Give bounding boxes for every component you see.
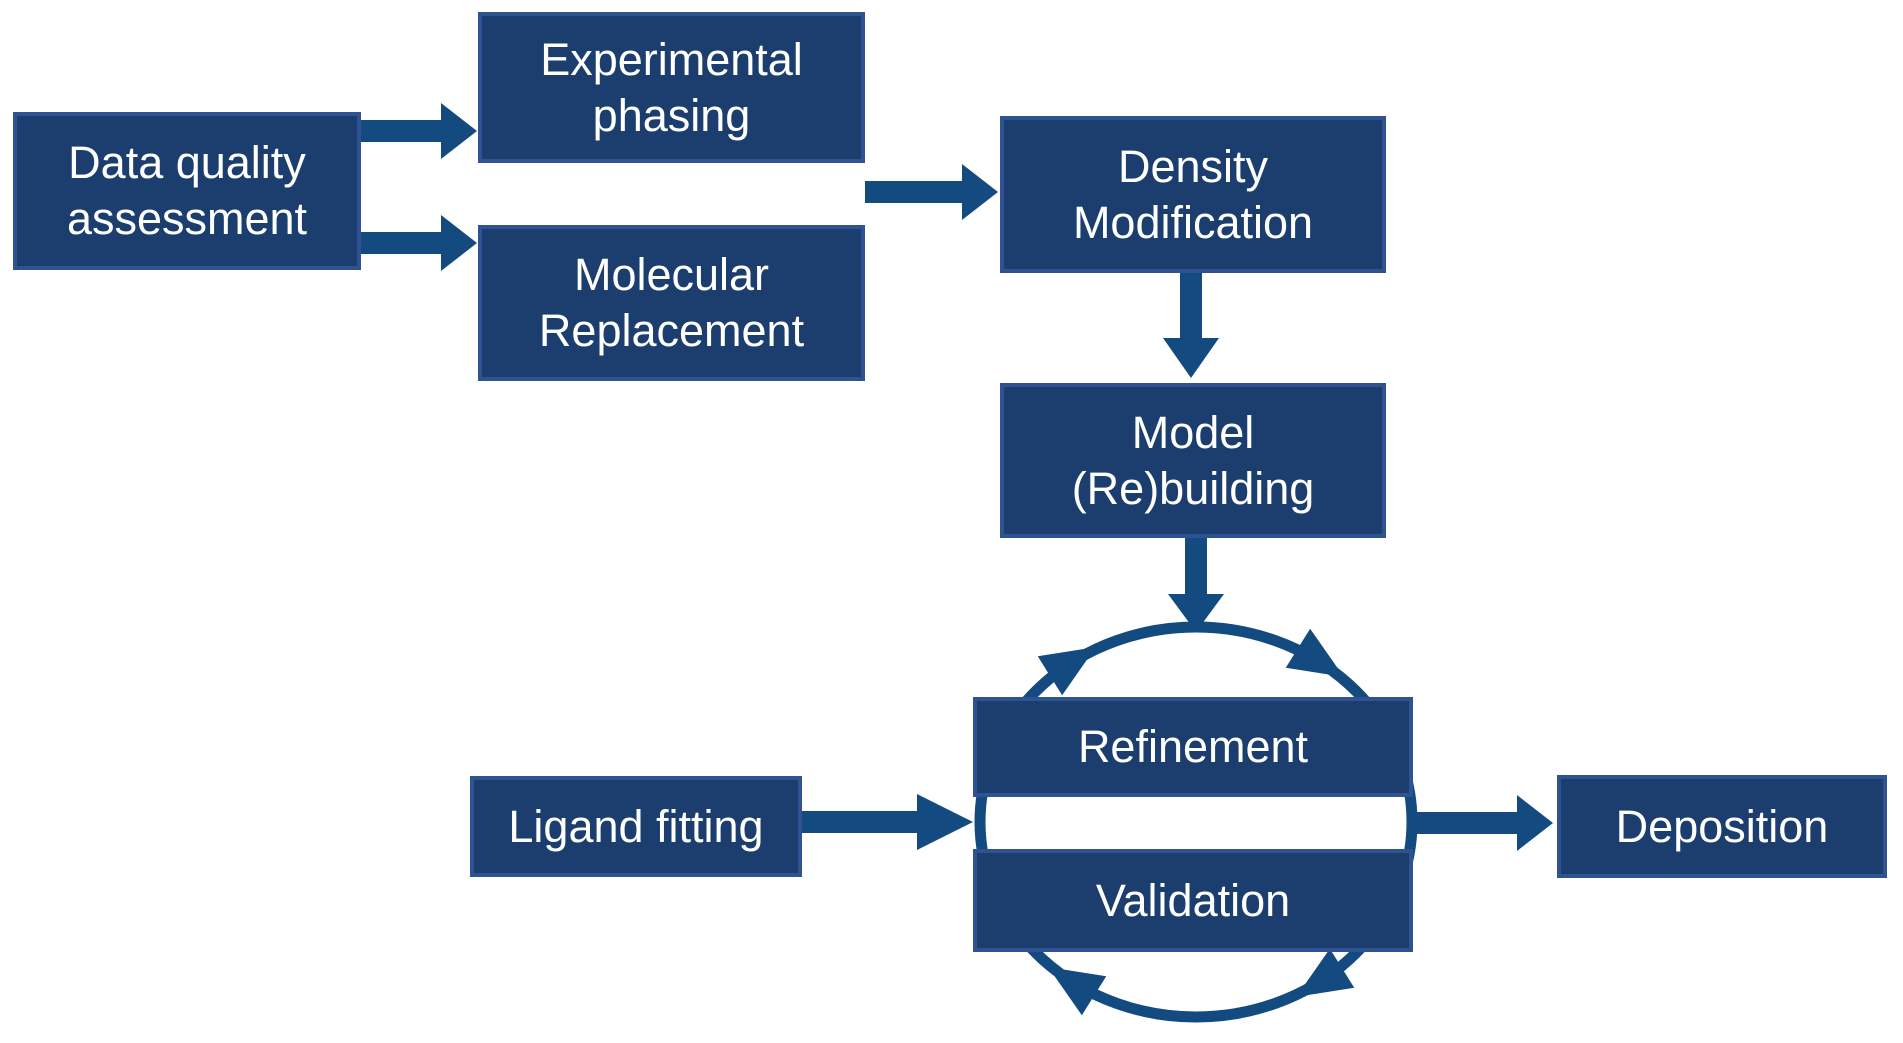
node-label-line: Data quality — [68, 137, 306, 189]
arrow-density-to-model-rebuilding — [1163, 273, 1219, 378]
node-density-modification: Density Modification — [1000, 116, 1386, 273]
cycle-arrowhead-top-right-icon — [1285, 628, 1344, 677]
node-refinement: Refinement — [973, 697, 1413, 797]
node-label-line: Density — [1117, 140, 1269, 192]
node-label-line: Deposition — [1615, 800, 1829, 852]
node-experimental-phasing: Experimental phasing — [478, 12, 865, 163]
node-label-line: assessment — [66, 193, 308, 244]
arrow-cycle-to-deposition — [1413, 795, 1553, 851]
node-deposition: Deposition — [1557, 775, 1887, 878]
arrow-assessment-to-replacement — [361, 215, 477, 271]
node-label-line: Model — [1131, 406, 1255, 458]
node-label-line: Experimental — [540, 33, 803, 85]
node-label-line: Molecular — [573, 249, 770, 301]
arrow-assessment-to-phasing — [361, 103, 477, 159]
cycle-arrowhead-top-left-icon — [1037, 647, 1096, 696]
node-label-line: Ligand fitting — [508, 800, 764, 852]
refinement-validation-cycle-ring — [974, 621, 1418, 1023]
arrow-model-to-cycle — [1168, 538, 1224, 632]
node-molecular-replacement: Molecular Replacement — [478, 225, 865, 381]
arrow-phasing-to-density-modification — [865, 164, 998, 220]
node-data-quality-assessment: Data quality assessment — [13, 112, 361, 270]
cycle-arrowhead-bottom-left-icon — [1048, 967, 1107, 1016]
node-label-line: Modification — [1072, 196, 1314, 248]
arrow-ligand-to-cycle — [802, 794, 973, 850]
node-ligand-fitting: Ligand fitting — [470, 776, 802, 877]
node-model-rebuilding: Model (Re)building — [1000, 383, 1386, 538]
cycle-arrowhead-bottom-right-icon — [1296, 948, 1355, 997]
node-validation: Validation — [973, 849, 1413, 952]
node-label-line: Replacement — [538, 305, 805, 356]
node-label-line: Validation — [1095, 874, 1291, 926]
node-label-line: Refinement — [1077, 721, 1309, 773]
node-label-line: (Re)building — [1071, 462, 1315, 514]
node-label-line: phasing — [592, 89, 751, 141]
